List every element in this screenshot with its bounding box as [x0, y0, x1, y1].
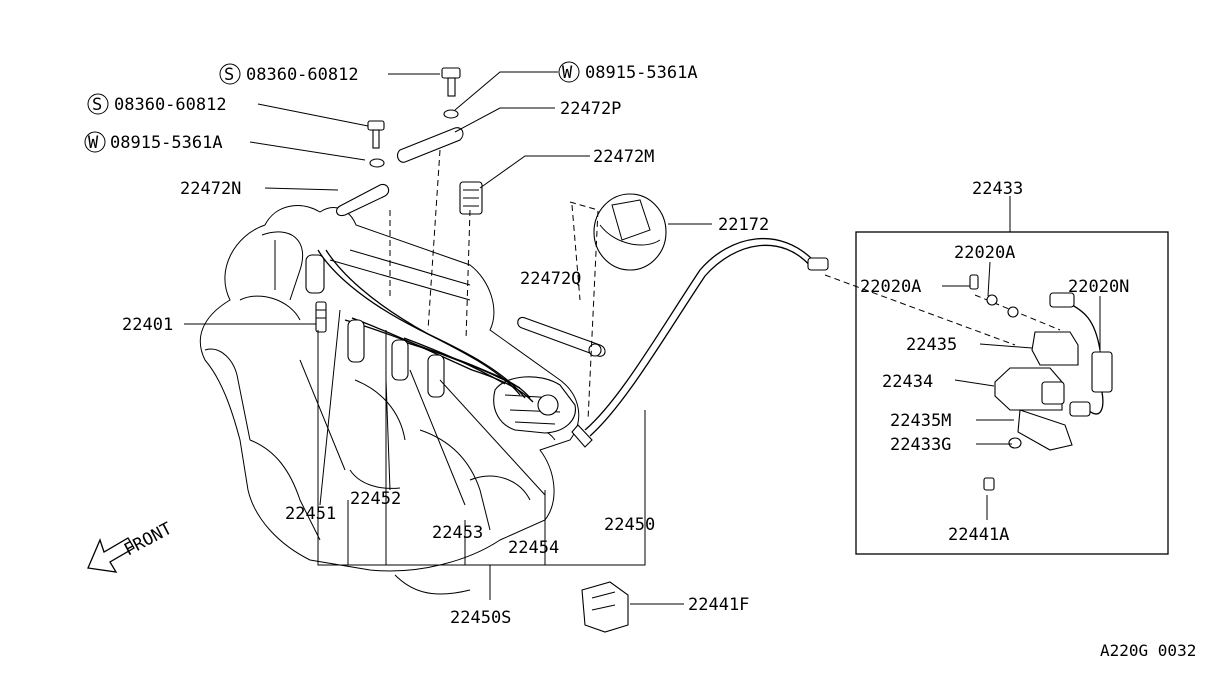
part-label-gasket-435: 22435: [906, 335, 957, 355]
part-label-gasket-435m: 22435M: [890, 411, 951, 431]
part-label-cable-452: 22452: [350, 489, 401, 509]
part-label-clamp-q: 22472Q: [520, 269, 581, 289]
harness-connector: [1049, 292, 1113, 417]
part-label-spark-plug: 22401: [122, 315, 173, 335]
part-label-bracket-441f: 22441F: [688, 595, 749, 615]
leader-lines: [184, 71, 1101, 605]
part-label-cable-set: 22450S: [450, 608, 511, 628]
part-label-s-bolt-top: 08360-60812: [246, 65, 359, 85]
part-label-module-434: 22434: [882, 372, 933, 392]
part-label-cap: 22172: [718, 215, 769, 235]
part-label-w-washer-mid: 08915-5361A: [110, 133, 223, 153]
front-arrow: FRONT: [87, 519, 176, 573]
s-marker: S: [224, 65, 234, 85]
part-label-harness-n: 22020N: [1068, 277, 1129, 297]
w-washer-mid-callout: W 08915-5361A: [84, 131, 223, 153]
part-label-bracket-m: 22472M: [593, 147, 654, 167]
part-label-module-assy: 22433: [972, 179, 1023, 199]
part-label-screw-a-left: 22020A: [860, 277, 921, 297]
w-marker: W: [562, 63, 573, 83]
engine-block: [199, 205, 580, 595]
ignition-module: [969, 274, 1079, 491]
part-label-bracket-p: 22472P: [560, 99, 621, 119]
part-label-plate-433g: 22433G: [890, 435, 951, 455]
s-bolt-top-callout: S 08360-60812: [219, 63, 359, 85]
bolt-top: [441, 67, 461, 119]
bracket-n: [336, 183, 390, 217]
part-label-cable-450: 22450: [604, 515, 655, 535]
bracket-m: [459, 181, 483, 215]
diagram-code: A220G 0032: [1100, 641, 1196, 660]
module-detail-box: [855, 231, 1169, 555]
part-label-bracket-n: 22472N: [180, 179, 241, 199]
part-label-cable-454: 22454: [508, 538, 559, 558]
distributor-cap: [593, 193, 667, 271]
spark-plug: [315, 301, 327, 333]
w-marker: W: [88, 133, 99, 153]
w-washer-top-callout: W 08915-5361A: [558, 61, 698, 83]
coil-lead: [571, 237, 829, 448]
part-label-screw-a-top: 22020A: [954, 243, 1015, 263]
clamp-q: [517, 316, 606, 357]
part-label-s-bolt-mid: 08360-60812: [114, 95, 227, 115]
assembly-guides: [389, 149, 1061, 421]
plug-wires: [305, 249, 534, 403]
bracket-441f: [581, 581, 629, 633]
part-label-bolt-441a: 22441A: [948, 525, 1009, 545]
s-bolt-mid-callout: S 08360-60812: [87, 93, 227, 115]
bolt-mid: [367, 120, 385, 168]
bracket-p: [396, 127, 464, 163]
part-label-w-washer-top: 08915-5361A: [585, 63, 698, 83]
s-marker: S: [92, 95, 102, 115]
part-label-cable-451: 22451: [285, 504, 336, 524]
front-label: FRONT: [121, 519, 176, 561]
distributor: [493, 376, 576, 434]
part-label-cable-453: 22453: [432, 523, 483, 543]
